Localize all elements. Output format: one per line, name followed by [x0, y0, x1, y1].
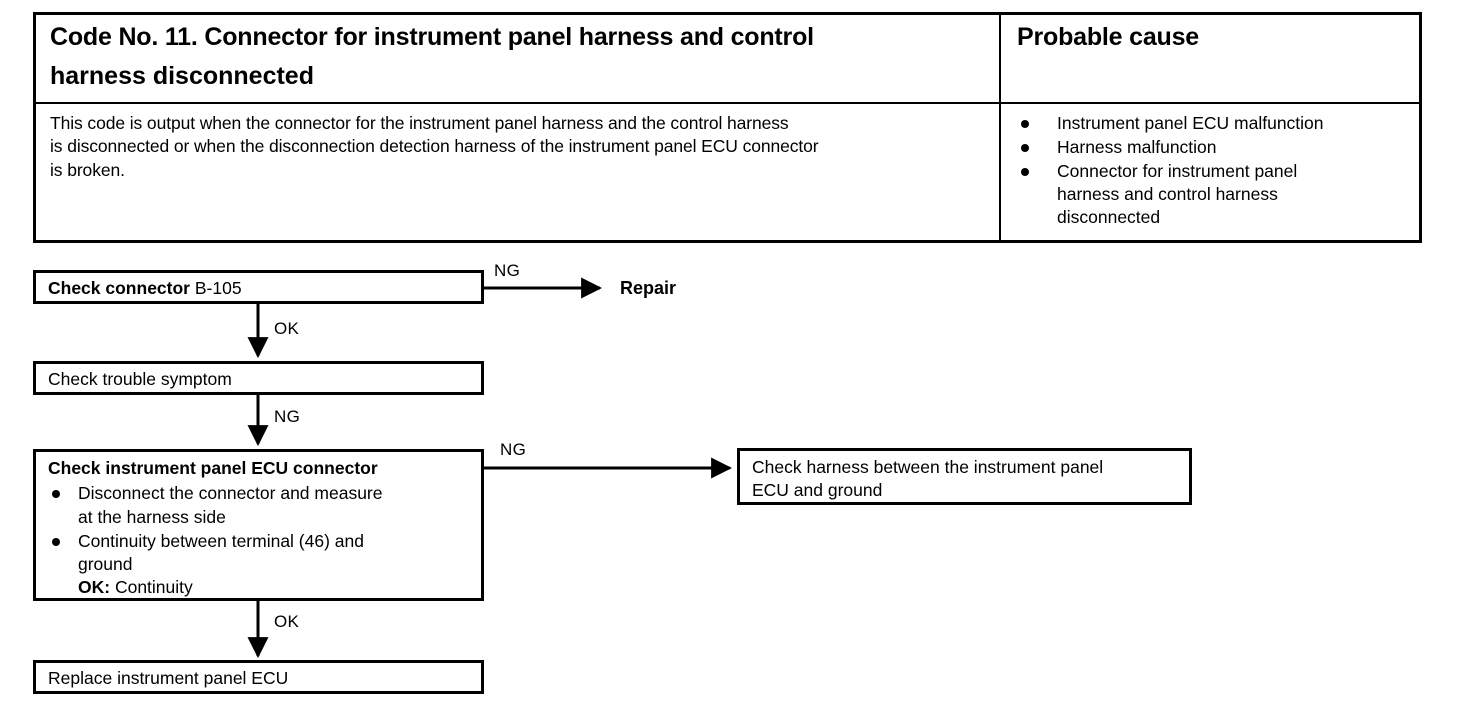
probable-cause-list: Instrument panel ECU malfunction Harness… — [1017, 112, 1409, 229]
list-item: Harness malfunction — [1017, 136, 1409, 159]
description-line-3: is broken. — [50, 160, 125, 181]
flow-box-check-connector[interactable]: Check connector B-105 — [33, 270, 484, 304]
label-ng-3: NG — [500, 440, 527, 459]
probable-cause-header: Probable cause — [1017, 23, 1200, 51]
box3-bullet-2-line-1: Continuity between terminal (46) and — [78, 530, 364, 551]
bullet-icon — [1021, 168, 1029, 177]
box3-heading: Check instrument panel ECU connector — [48, 458, 378, 478]
flow-box-check-harness-ground[interactable]: Check harness between the instrument pan… — [737, 448, 1192, 505]
box5-text: Replace instrument panel ECU — [48, 668, 289, 688]
table-body-row: This code is output when the connector f… — [36, 103, 1419, 240]
label-ok-2: OK — [274, 612, 300, 631]
flow-box-replace-ecu[interactable]: Replace instrument panel ECU — [33, 660, 484, 694]
description-line-1: This code is output when the connector f… — [50, 112, 789, 133]
flow-box-check-ecu-connector[interactable]: Check instrument panel ECU connector Dis… — [33, 449, 484, 601]
box3-bullet-list: Disconnect the connector and measure at … — [48, 482, 471, 599]
code-title-cell: Code No. 11. Connector for instrument pa… — [36, 15, 1001, 102]
label-ng-2: NG — [274, 407, 301, 426]
box3-bullet-2-line-2: ground — [78, 554, 133, 575]
box1-bold-text: Check connector — [48, 278, 190, 298]
box4-line-1: Check harness between the instrument pan… — [752, 457, 1104, 477]
list-item: Continuity between terminal (46) and gro… — [48, 530, 471, 600]
probable-cause-cell: Instrument panel ECU malfunction Harness… — [1001, 104, 1419, 240]
code-title-line2: harness disconnected — [50, 62, 314, 91]
box3-bullet-1-line-1: Disconnect the connector and measure — [78, 483, 383, 504]
box1-connector-id: B-105 — [194, 278, 242, 298]
description-cell: This code is output when the connector f… — [36, 103, 1001, 240]
list-item: Disconnect the connector and measure at … — [48, 482, 471, 529]
label-ok-1: OK — [274, 319, 300, 338]
cause-2-line-1: Harness malfunction — [1057, 136, 1217, 157]
box3-bullet-1-line-2: at the harness side — [78, 506, 226, 527]
bullet-icon — [1021, 119, 1029, 128]
fault-code-table: Code No. 11. Connector for instrument pa… — [33, 12, 1422, 243]
box4-line-2: ECU and ground — [752, 480, 883, 501]
bullet-icon — [52, 490, 60, 499]
code-title-line1: Code No. 11. Connector for instrument pa… — [50, 23, 814, 51]
cause-3-line-3: disconnected — [1057, 206, 1161, 227]
bullet-icon — [1021, 143, 1029, 152]
box3-ok-value: Continuity — [114, 577, 193, 598]
list-item: Instrument panel ECU malfunction — [1017, 112, 1409, 135]
probable-cause-header-cell: Probable cause — [1001, 15, 1419, 102]
table-header-row: Code No. 11. Connector for instrument pa… — [36, 15, 1419, 104]
description-text: This code is output when the connector f… — [50, 112, 987, 183]
bullet-icon — [52, 537, 60, 546]
description-line-2: is disconnected or when the disconnectio… — [50, 136, 819, 157]
box3-ok-criteria: OK: Continuity — [78, 576, 471, 599]
box3-ok-label: OK: — [78, 577, 111, 598]
box2-text: Check trouble symptom — [48, 369, 232, 389]
flow-box-check-trouble-symptom[interactable]: Check trouble symptom — [33, 361, 484, 395]
list-item: Connector for instrument panel harness a… — [1017, 160, 1409, 229]
cause-3-line-2: harness and control harness — [1057, 183, 1278, 204]
cause-3-line-1: Connector for instrument panel — [1057, 160, 1298, 181]
label-ng-1: NG — [494, 261, 521, 280]
flow-node-repair[interactable]: Repair — [620, 278, 677, 298]
cause-1-line-1: Instrument panel ECU malfunction — [1057, 112, 1324, 133]
